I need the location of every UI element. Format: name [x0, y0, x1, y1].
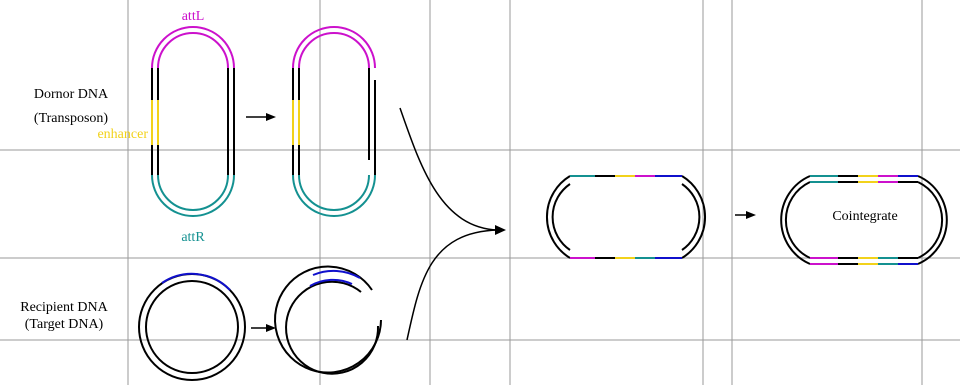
recipient-plasmid-nicked: [275, 267, 381, 374]
recipient-title-line1: Recipient DNA: [20, 300, 108, 315]
recipient-title-line2: (Target DNA): [25, 317, 104, 332]
cointegrate-label: Cointegrate: [832, 209, 897, 224]
donor-plasmid-nicked: [293, 27, 375, 216]
enhancer-label: enhancer: [97, 127, 148, 142]
arrow-recipient-step: [251, 324, 276, 332]
attl-label: attL: [182, 9, 205, 24]
arrow-merge: [400, 108, 506, 340]
arrow-donor-step: [246, 113, 276, 121]
donor-plasmid: [152, 27, 234, 216]
donor-title-line1: Dornor DNA: [34, 87, 109, 102]
recipient-plasmid: [139, 274, 245, 380]
attr-label: attR: [181, 230, 205, 245]
donor-title-line2: (Transposon): [34, 111, 108, 126]
arrow-to-cointegrate: [735, 211, 756, 219]
fusion-intermediate: [547, 176, 705, 258]
